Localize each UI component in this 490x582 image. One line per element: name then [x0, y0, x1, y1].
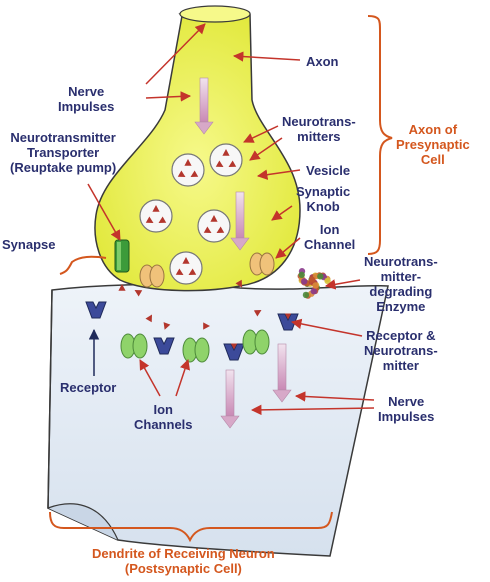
neurotransmitter	[182, 257, 190, 264]
label-ion-channel: Ion Channel	[304, 222, 356, 252]
knob-ion-channel	[139, 264, 165, 288]
neurotransmitter	[222, 149, 230, 156]
label-dendrite-of-receiving-neuron: Dendrite of Receiving Neuron (Postsynapt…	[92, 546, 275, 576]
neurotransmitter	[203, 226, 212, 233]
label-ion-channels: Ion Channels	[134, 402, 193, 432]
nerve-impulse-arrow	[272, 343, 292, 403]
neurotransmitter	[158, 216, 167, 223]
postsynaptic-receptor	[223, 343, 245, 361]
neurotransmitter	[228, 160, 237, 167]
free-neurotransmitter	[145, 314, 152, 323]
nerve-impulse-arrow	[230, 191, 250, 251]
label-synaptic-knob: Synaptic Knob	[296, 184, 351, 214]
bound-neurotransmitter	[284, 313, 292, 320]
free-neurotransmitter	[163, 322, 171, 330]
neurotransmitter	[145, 216, 154, 223]
presynaptic-brace	[367, 15, 393, 255]
label-receptor-and-neurotransmitter: Receptor & Neurotrans- mitter	[364, 328, 438, 373]
label-nerve-impulses-top: Nerve Impulses	[58, 84, 115, 114]
postsynaptic-dendrite	[47, 283, 389, 557]
neurotransmitter	[175, 268, 184, 275]
label-neurotransmitter-transporter: Neurotransmitter Transporter (Reuptake p…	[10, 130, 117, 175]
degrading-enzyme	[297, 268, 331, 299]
neurotransmitter-transporter	[114, 239, 130, 273]
vesicle	[171, 153, 205, 187]
pointer-arrows	[87, 23, 375, 416]
postsynaptic-receptor	[153, 337, 175, 355]
postsynaptic-ion-channel	[182, 337, 210, 363]
knob-ion-channel	[249, 252, 275, 276]
nerve-impulse-arrow	[220, 369, 240, 429]
postsynaptic-receptor	[85, 301, 107, 319]
free-neurotransmitter	[118, 284, 126, 291]
postsynaptic-ion-channel	[120, 333, 148, 359]
neurotransmitter	[215, 160, 224, 167]
vesicle	[169, 251, 203, 285]
label-axon: Axon	[306, 54, 339, 69]
free-neurotransmitter	[134, 290, 143, 297]
free-neurotransmitter	[203, 322, 210, 330]
synapse-brace	[59, 255, 107, 275]
vesicle	[209, 143, 243, 177]
free-neurotransmitter	[235, 279, 242, 288]
postsynaptic-ion-channel	[242, 329, 270, 355]
dendrite-brace	[49, 511, 333, 543]
neurotransmitter	[152, 205, 160, 212]
neurotransmitter	[190, 170, 199, 177]
vesicle	[197, 209, 231, 243]
label-axon-of-presynaptic-cell: Axon of Presynaptic Cell	[396, 122, 470, 167]
nerve-impulse-arrow	[194, 77, 214, 135]
label-degrading-enzyme: Neurotrans- mitter- degrading Enzyme	[364, 254, 438, 314]
neurotransmitter	[210, 215, 218, 222]
neurotransmitter	[188, 268, 197, 275]
label-vesicle: Vesicle	[306, 163, 351, 178]
neurotransmitter	[184, 159, 192, 166]
label-synapse: Synapse	[2, 237, 56, 252]
neurotransmitter	[177, 170, 186, 177]
label-neurotransmitters: Neurotrans- mitters	[282, 114, 356, 144]
vesicle	[139, 199, 173, 233]
free-neurotransmitter	[253, 310, 262, 317]
label-receptor: Receptor	[60, 380, 117, 395]
neurotransmitter	[216, 226, 225, 233]
bound-neurotransmitter	[230, 343, 238, 350]
label-nerve-impulses-bottom: Nerve Impulses	[378, 394, 435, 424]
